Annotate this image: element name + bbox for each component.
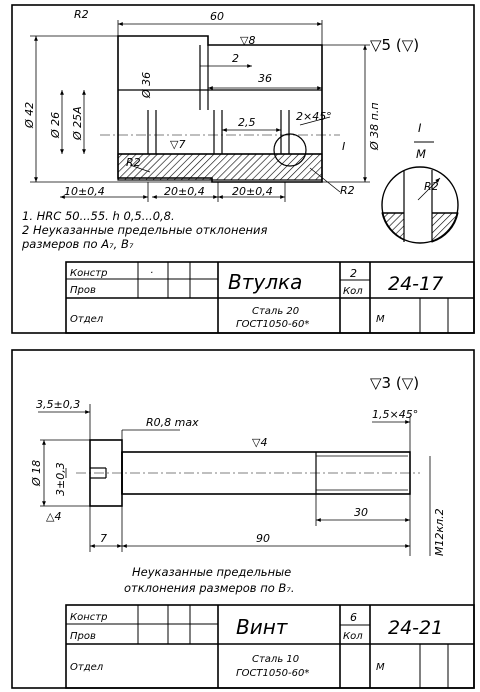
dim-3-0-3: 3±0,3 [54,462,67,496]
drawing-2-screw: ▽3 (▽) 3,5±0,3 R0,8 max 1,5×45° ▽4 △4 30… [11,349,475,689]
tb1-row3-label: Отдел [70,314,104,325]
dim-chamfer-2: 1,5×45° [372,408,418,421]
tb2-qty: 6 [350,611,357,624]
dim-20-a: 20±0,4 [164,185,205,198]
dim-thread: М12кл.2 [433,508,446,556]
note-2-line-1: Неуказанные предельные [132,565,291,579]
roughness-8: ▽8 [240,34,255,47]
dim-r2-detail: R2 [424,180,439,193]
title-block-2 [65,604,475,689]
dim-r2-top: R2 [74,8,89,21]
dimension-lines-1 [30,20,370,202]
tb1-drawing-code: 24-17 [388,273,443,295]
dim-36: 36 [258,72,272,85]
dim-3-5: 3,5±0,3 [36,398,80,411]
tb1-scale: М [376,314,385,325]
dim-2: 2 [232,52,239,65]
tb2-row2-label: Пров [70,631,96,642]
tb1-part-name: Втулка [228,270,302,294]
tb1-qty: 2 [350,267,357,280]
dim-d42: Ø 42 [23,102,36,129]
dim-d38: Ø 38 п.п [368,102,381,151]
tb2-drawing-code: 24-21 [388,617,443,639]
tb1-row1-label: Констр [70,268,107,279]
roughness-general-2: ▽3 (▽) [370,374,419,392]
detail-title-mark: I [418,121,422,135]
tb2-row3-label: Отдел [70,662,104,673]
dim-90: 90 [256,532,270,545]
detail-circle [273,133,307,167]
dim-30: 30 [354,506,368,519]
roughness-4-b: △4 [46,510,61,523]
dim-d18: Ø 18 [30,460,43,487]
dim-d25a: Ø 25А [71,106,84,141]
screw-view [76,439,420,507]
detail-leader-mark: I [342,140,345,153]
title-block-1 [65,261,475,334]
roughness-general-1: ▽5 (▽) [370,36,419,54]
hatched-wall [117,153,323,181]
tb1-row2-label: Пров [70,285,96,296]
bushing-section-view [100,35,340,183]
dim-2-5: 2,5 [238,116,256,129]
note-2-line-2: отклонения размеров по B₇. [124,581,295,595]
dim-7: 7 [100,532,107,545]
dim-r2-right: R2 [340,184,355,197]
tb1-material-1: Сталь 20 [252,306,299,317]
detail-view-i [381,141,459,244]
tb1-qty-label: Кол [343,286,363,297]
tb2-part-name: Винт [236,615,289,639]
dim-r2-left: R2 [126,156,141,169]
roughness-4: ▽4 [252,436,267,449]
drawing-1-bushing: ▽5 (▽) R2 60 ▽8 2 36 2,5 2×45° ▽7 R2 R2 … [11,4,475,334]
dim-60: 60 [210,10,224,23]
tb2-material-1: Сталь 10 [252,654,299,665]
dim-d26: Ø 26 [49,112,62,139]
tb2-qty-label: Кол [343,631,363,642]
tb2-scale: М [376,662,385,673]
dim-20-b: 20±0,4 [232,185,273,198]
tb2-row1-label: Констр [70,612,107,623]
note-1-line-2: 2 Неуказанные предельные отклонения [22,223,268,237]
tb1-material-2: ГОСТ1050-60* [236,319,309,330]
tb2-material-2: ГОСТ1050-60* [236,668,309,679]
note-1-line-1: 1. HRC 50...55. h 0,5...0,8. [22,209,175,223]
dim-d36: Ø 36 [140,72,153,99]
tb1-row1-mark: · [150,268,153,279]
note-1-line-3: размеров по A₇, B₇ [21,237,134,251]
dim-10: 10±0,4 [64,185,105,198]
dim-chamfer-1: 2×45° [296,110,332,123]
roughness-7: ▽7 [170,138,185,151]
dimension-lines-2 [38,404,431,556]
detail-title-scale: М [416,147,426,161]
dim-r0-8: R0,8 max [146,416,199,429]
